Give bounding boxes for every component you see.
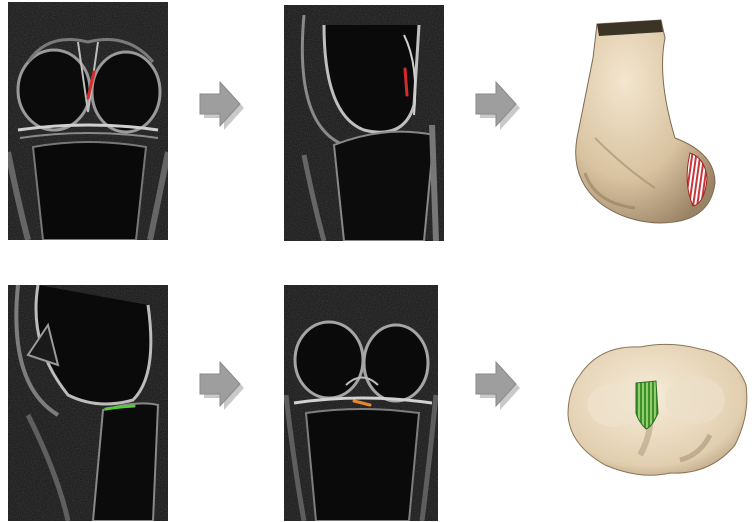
- arrow-right-icon: [474, 80, 522, 137]
- arrow-right-icon: [198, 360, 246, 417]
- mri-coronal-bottom: [284, 285, 438, 521]
- mri-coronal-top: [8, 2, 168, 240]
- mri-sagittal-bottom: [8, 285, 168, 521]
- tibia-3d-model: [560, 335, 754, 485]
- femur-3d-model: [565, 18, 725, 228]
- mri-sagittal-top: [284, 5, 444, 241]
- arrow-right-icon: [198, 80, 246, 137]
- arrow-right-icon: [474, 360, 522, 417]
